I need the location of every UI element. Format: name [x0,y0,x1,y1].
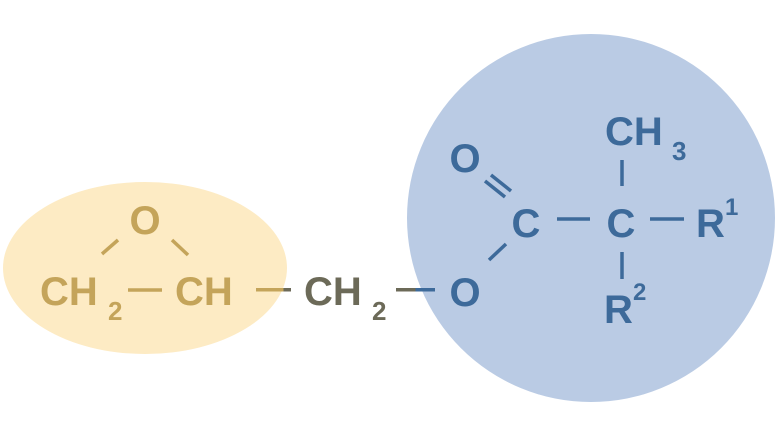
double-bond-line-2 [489,173,513,193]
bond-ch2-o [100,238,120,256]
ester-bonds [483,160,684,279]
double-bond-line-1 [483,179,507,199]
bond-linker-oxygen [396,288,435,292]
epoxide-ch: CH [175,270,233,314]
carbonyl-oxygen: O [449,137,480,181]
epoxide-highlight [3,182,287,354]
linker-group: CH 2 [304,270,386,326]
bond-ch-linker [256,288,291,292]
methyl-group: CH [605,110,663,154]
r2-substituent: R [604,288,633,332]
r1-superscript: 1 [725,194,738,221]
epoxide-oxygen: O [129,199,160,243]
epoxide-ch2-subscript: 2 [108,296,122,326]
ester-oxygen: O [449,271,480,315]
linker-ch2: CH [304,270,362,314]
r1-substituent: R [696,202,725,246]
ester-group: O O C C CH 3 R 1 R 2 [449,110,738,332]
ester-highlight [407,34,775,402]
bond-o-ch [170,238,190,257]
epoxide-group: O CH 2 CH [40,199,233,326]
methyl-subscript: 3 [672,136,686,166]
linker-ch2-subscript: 2 [372,296,386,326]
epoxide-bonds [100,238,190,292]
carbonyl-carbon: C [512,202,541,246]
epoxide-ch2: CH [40,270,98,314]
bond-carbonyl-ester-oxygen [487,242,508,262]
r2-superscript: 2 [633,279,646,306]
alpha-carbon: C [607,202,636,246]
